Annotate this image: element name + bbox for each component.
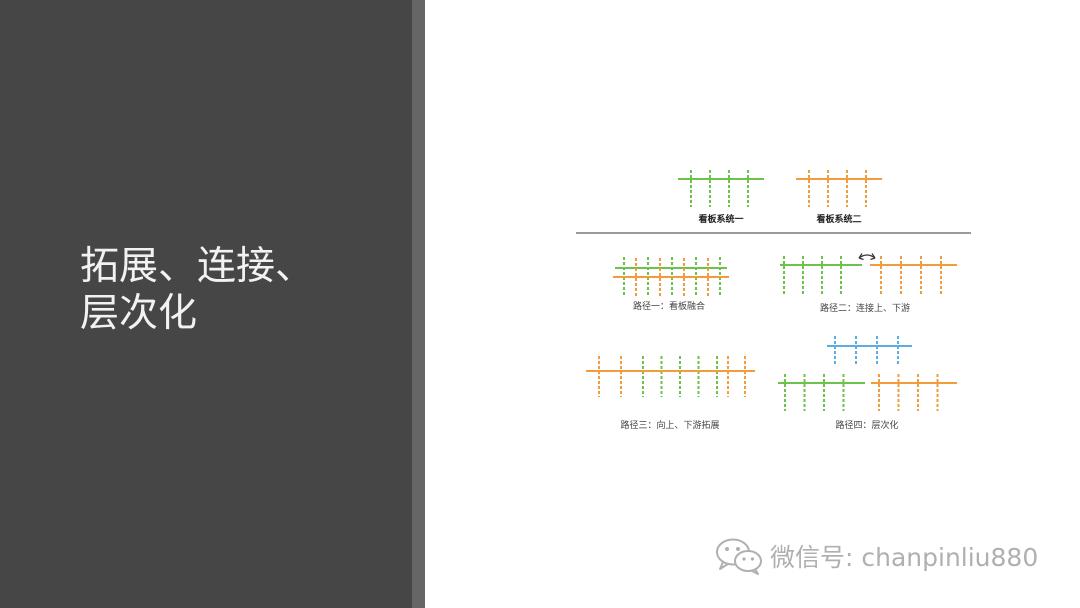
kanban-system-one [678, 170, 764, 207]
path-three-label: 路径三：向上、下游拓展 [620, 419, 719, 431]
right-panel: 看板系统一 看板系统二 路径一：看板融合 路径二：连接上、下游 路径三：向上、下… [425, 0, 1080, 608]
wechat-icon [716, 538, 762, 575]
path-four-layered-boards [778, 336, 957, 411]
path-one-merged-boards [613, 257, 729, 296]
watermark: 微信号: chanpinliu880 [714, 536, 1038, 576]
slide-title: 拓展、连接、 层次化 [80, 243, 400, 337]
path-three-extended-board [586, 356, 755, 397]
path-one-label: 路径一：看板融合 [633, 300, 705, 312]
panel-divider [412, 0, 425, 608]
system-one-label: 看板系统一 [698, 213, 743, 225]
title-line-1: 拓展、连接、 [80, 244, 315, 289]
connect-arrowhead-right [870, 253, 876, 261]
connect-arrow-icon [858, 254, 876, 259]
path-two-label: 路径二：连接上、下游 [820, 302, 910, 314]
title-line-2: 层次化 [80, 291, 198, 336]
kanban-diagram: 看板系统一 看板系统二 路径一：看板融合 路径二：连接上、下游 路径三：向上、下… [576, 170, 971, 431]
path-two-connected-boards [780, 256, 957, 295]
kanban-system-two [796, 170, 882, 207]
watermark-text: 微信号: chanpinliu880 [770, 543, 1039, 572]
left-panel: 拓展、连接、 层次化 [0, 0, 412, 608]
system-two-label: 看板系统二 [816, 213, 861, 225]
connect-arrowhead-left [858, 253, 864, 261]
path-four-label: 路径四：层次化 [835, 419, 898, 431]
